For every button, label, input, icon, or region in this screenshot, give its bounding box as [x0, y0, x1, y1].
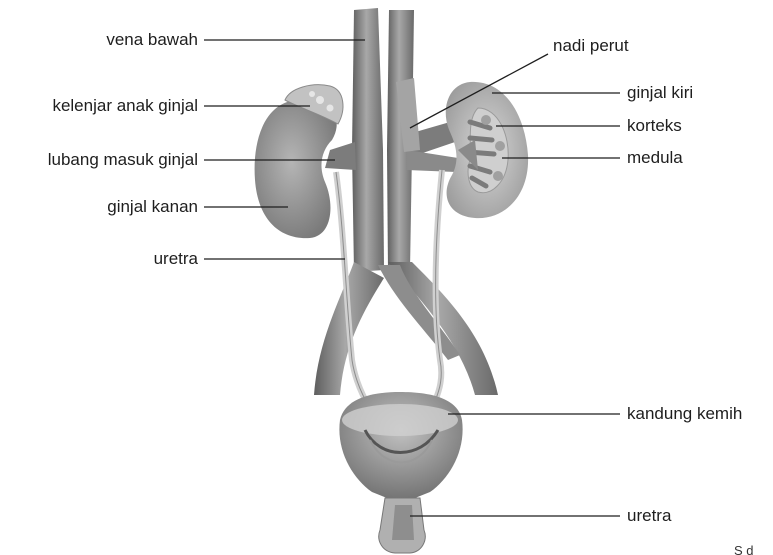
label-medula: medula [627, 148, 683, 168]
label-ginjal-kanan: ginjal kanan [8, 197, 198, 217]
label-nadi-perut: nadi perut [553, 36, 629, 56]
label-kandung-kemih: kandung kemih [627, 404, 742, 424]
kandung-kemih-shape [339, 392, 462, 553]
label-uretra-left: uretra [8, 249, 198, 269]
label-uretra-right: uretra [627, 506, 671, 526]
label-korteks: korteks [627, 116, 682, 136]
corner-text-fragment: S d [734, 543, 754, 555]
label-kelenjar-anak-ginjal: kelenjar anak ginjal [8, 96, 198, 116]
label-ginjal-kiri: ginjal kiri [627, 83, 693, 103]
label-lubang-masuk-ginjal: lubang masuk ginjal [8, 150, 198, 170]
label-vena-bawah: vena bawah [8, 30, 198, 50]
